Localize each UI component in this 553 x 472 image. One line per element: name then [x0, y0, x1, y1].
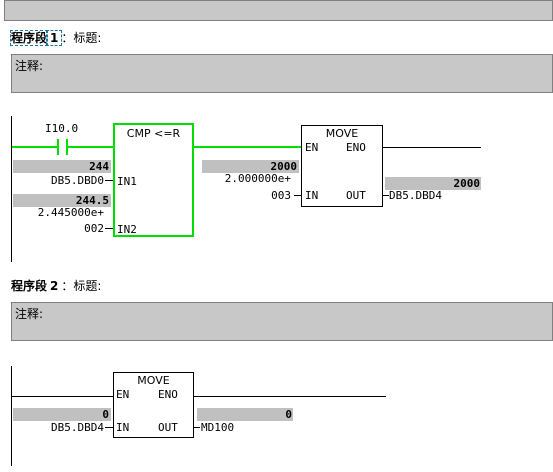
move-block-1[interactable]: MOVE EN ENO IN OUT — [301, 125, 383, 207]
network-1-comment[interactable]: 注释: — [11, 54, 553, 93]
rung-2-wire-left — [12, 396, 113, 397]
cmp-in1-stub — [105, 180, 113, 181]
move-2-out-value-field — [197, 408, 293, 421]
rung-1-wire-eno — [382, 147, 481, 148]
cmp-block-title: CMP <=R — [126, 127, 181, 140]
network-1-label: 程序段 — [9, 30, 49, 46]
move-2-eno: ENO — [158, 388, 178, 401]
cmp-in1-pin: IN1 — [117, 175, 137, 188]
move-1-out-address[interactable]: DB5.DBD4 — [389, 189, 442, 202]
move-2-in-stub — [105, 427, 113, 428]
cmp-in1-address[interactable]: DB5.DBD0 — [51, 174, 104, 187]
move-2-in-value-field — [13, 408, 111, 421]
cmp-block[interactable]: CMP <=R IN1 IN2 — [113, 123, 194, 237]
move-1-in-stub — [294, 195, 301, 196]
cmp-in1-value-field — [13, 160, 111, 173]
network-2-title: 标题: — [73, 279, 102, 293]
rung-2-wire-eno — [193, 396, 386, 397]
rung-1-wire-left — [12, 146, 57, 148]
move-2-out-value: 0 — [285, 408, 292, 421]
power-rail-2 — [11, 366, 12, 466]
move-2-out-address[interactable]: MD100 — [201, 421, 235, 434]
contact-address: I10.0 — [45, 122, 79, 135]
move-2-en: EN — [116, 388, 130, 401]
move-1-out-value-field — [385, 177, 481, 190]
move-1-in-const-a[interactable]: 2.000000e+ — [224, 172, 291, 185]
move-1-eno: ENO — [346, 141, 366, 154]
move-1-out-pin: OUT — [346, 189, 366, 202]
network-2-sep: ： — [61, 279, 74, 293]
network-2-number: 2 — [50, 279, 59, 293]
move-1-title: MOVE — [325, 127, 359, 140]
cmp-in2-pin: IN2 — [117, 223, 137, 236]
move-2-in-value: 0 — [102, 408, 109, 421]
move-2-in-pin: IN — [116, 421, 130, 434]
contact-i10-0[interactable] — [57, 139, 68, 155]
cmp-in1-value: 244 — [89, 160, 109, 173]
move-2-title: MOVE — [137, 374, 170, 387]
power-rail-1 — [11, 116, 12, 262]
cmp-in2-value-field — [13, 194, 111, 207]
network-2-comment[interactable]: 注释: — [11, 302, 553, 341]
move-2-in-address[interactable]: DB5.DBD4 — [51, 421, 104, 434]
network-1-sep: ： — [61, 31, 74, 45]
move-1-out-stub — [383, 195, 389, 196]
move-2-out-stub — [194, 427, 200, 428]
move-1-in-value: 2000 — [270, 160, 298, 173]
top-comment-strip — [4, 0, 553, 21]
move-1-out-value: 2000 — [453, 177, 481, 190]
network-1-number: 1 — [45, 30, 63, 46]
move-block-2[interactable]: MOVE EN ENO IN OUT — [113, 372, 194, 438]
move-1-in-const-b[interactable]: 003 — [271, 189, 291, 202]
move-1-en: EN — [305, 141, 319, 154]
cmp-in2-const-b[interactable]: 002 — [84, 222, 104, 235]
move-1-in-value-field — [202, 160, 299, 173]
network-1-title: 标题: — [73, 31, 102, 45]
rung-1-wire-cmp-out — [193, 146, 301, 148]
rung-1-wire-mid — [68, 146, 113, 148]
network-2-comment-text: 注释: — [15, 307, 44, 321]
network-1-comment-text: 注释: — [15, 59, 44, 73]
network-2-label: 程序段 — [11, 279, 48, 293]
cmp-in2-stub — [105, 228, 113, 229]
cmp-in2-value: 244.5 — [75, 194, 109, 207]
move-2-out-pin: OUT — [158, 421, 178, 434]
cmp-in2-const-a[interactable]: 2.445000e+ — [37, 206, 104, 219]
move-1-in-pin: IN — [305, 189, 319, 202]
